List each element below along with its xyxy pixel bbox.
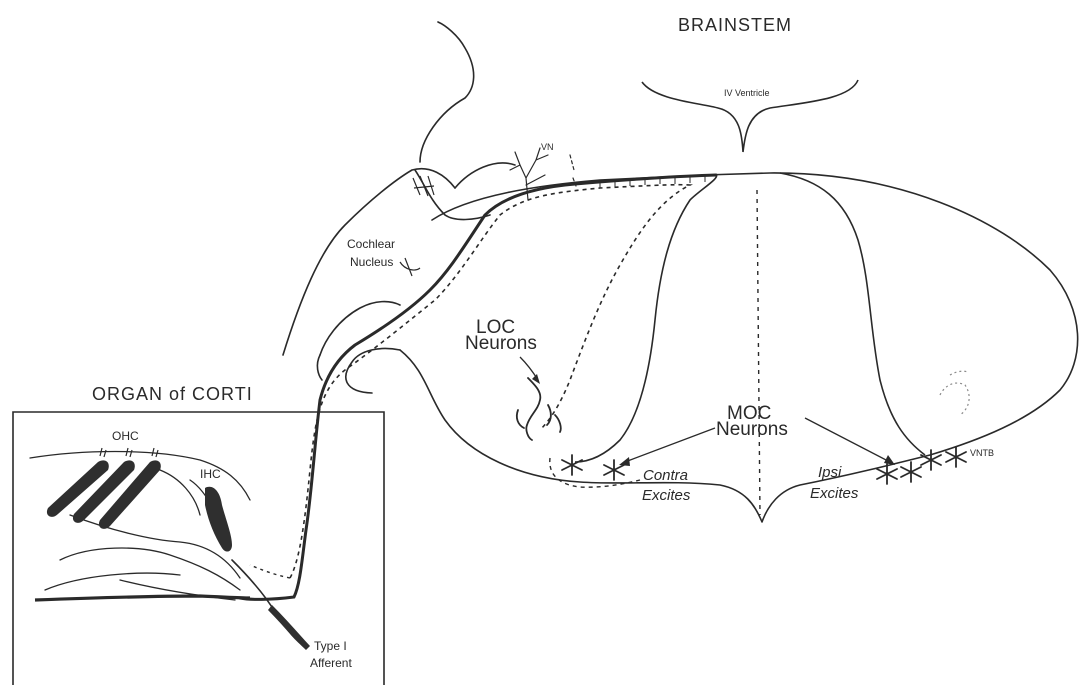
loc-label-line2: Neurons [465, 334, 537, 353]
contra-label-line2: Excites [642, 488, 690, 503]
organ-of-corti-label: ORGAN of CORTI [92, 385, 253, 403]
cochlear-nucleus-dendrites [400, 176, 434, 276]
efferent-fiber-organ [250, 565, 290, 578]
type1-label-line2: Afferent [310, 657, 352, 669]
loc-neuron-cells [517, 378, 561, 440]
type1-afferent-terminal [268, 605, 310, 650]
vntb-label: VNTB [970, 449, 994, 458]
loc-loop-solid [575, 175, 717, 462]
solid-nerve-pathway [240, 175, 716, 599]
ohc-hair-cells [47, 460, 161, 528]
ipsi-label-line1: Ipsi [818, 465, 841, 480]
vn-dendrite [510, 148, 576, 200]
contra-label-line1: Contra [643, 468, 688, 483]
moc-label-line2: Neurons [716, 420, 788, 439]
moc-arrowhead-right [884, 455, 895, 465]
cochlear-nucleus-label-line1: Cochlear [347, 238, 395, 250]
faint-cell-right [940, 371, 969, 415]
midline [757, 190, 760, 515]
basilar-membrane [35, 596, 250, 600]
moc-ipsi-loop [780, 173, 925, 455]
cochlear-nucleus-label-line2: Nucleus [350, 256, 393, 268]
ihc-label: IHC [200, 468, 221, 480]
iv-ventricle-label: IV Ventricle [724, 89, 770, 98]
ipsi-label-line2: Excites [810, 486, 858, 501]
type1-label-line1: Type I [314, 640, 347, 652]
ihc-hair-cell [205, 487, 232, 552]
vn-label: VN [541, 143, 554, 152]
brainstem-outline [346, 173, 1078, 522]
brainstem-label: BRAINSTEM [678, 16, 792, 34]
ohc-label: OHC [112, 430, 139, 442]
